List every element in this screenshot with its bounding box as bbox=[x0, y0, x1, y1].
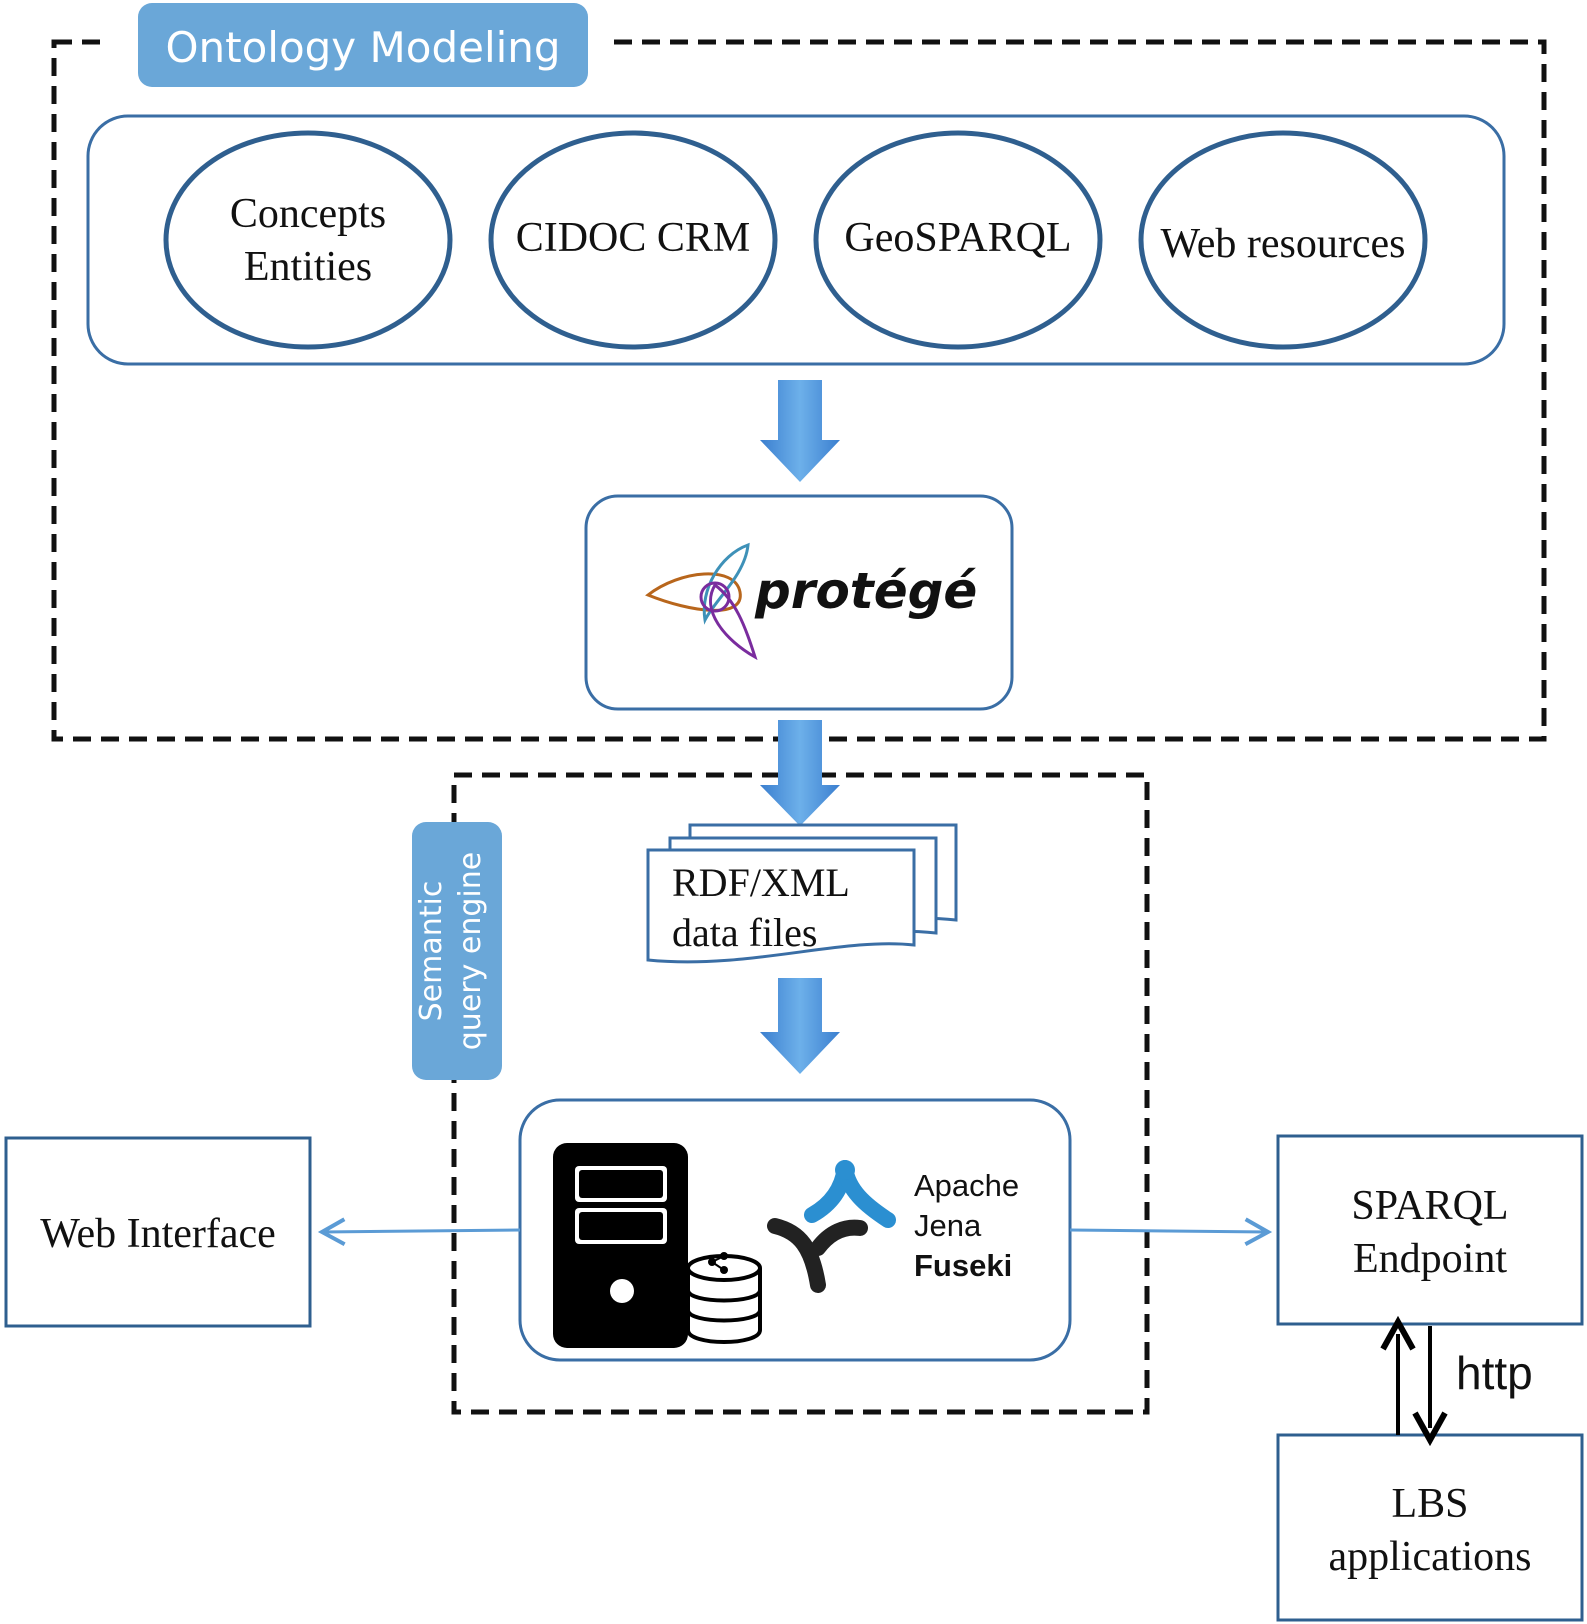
flow-arrow-down bbox=[760, 380, 840, 482]
ontology-modeling-tag: Ontology Modeling bbox=[138, 3, 588, 87]
database-icon bbox=[686, 1252, 762, 1344]
sparql-endpoint-box bbox=[1276, 1134, 1584, 1326]
web-interface-label: Web Interface bbox=[40, 1211, 276, 1257]
sparql-endpoint-label: SPARQL Endpoint bbox=[1351, 1183, 1509, 1282]
lbs-applications-box bbox=[1276, 1433, 1584, 1622]
concepts-entities-ellipse bbox=[163, 130, 453, 350]
ontology-modeling-title: Ontology Modeling bbox=[165, 23, 561, 72]
web-resources-label: Web resources bbox=[1160, 221, 1406, 267]
protege-box bbox=[584, 494, 1014, 711]
web-interface-box bbox=[4, 1136, 312, 1328]
cidoc-crm-ellipse bbox=[488, 130, 778, 350]
rdf-document-stack bbox=[646, 823, 958, 964]
rdf-xml-label: RDF/XML data files bbox=[672, 860, 850, 955]
lbs-applications-label: LBS applications bbox=[1328, 1481, 1532, 1580]
arrow-to-web-interface bbox=[317, 1217, 521, 1247]
ontology-modeling-region bbox=[51, 39, 1547, 742]
jena-logo-icon bbox=[767, 1160, 896, 1293]
cidoc-crm-label: CIDOC CRM bbox=[515, 215, 751, 261]
geosparql-ellipse bbox=[813, 130, 1103, 350]
concepts-entities-label: Concepts Entities bbox=[229, 191, 387, 290]
flow-arrow-down bbox=[760, 978, 840, 1074]
semantic-query-engine-tag: Semantic query engine bbox=[412, 822, 502, 1080]
fuseki-label: Apache Jena Fuseki bbox=[914, 1168, 1020, 1283]
geosparql-label: GeoSPARQL bbox=[844, 215, 1072, 261]
semantic-query-engine-title: Semantic query engine bbox=[414, 851, 488, 1051]
web-resources-ellipse bbox=[1138, 130, 1428, 350]
arrow-to-sparql-endpoint bbox=[1069, 1217, 1273, 1247]
flow-arrow-down bbox=[760, 720, 840, 826]
http-label: http bbox=[1456, 1347, 1533, 1399]
protege-wordmark: protégé bbox=[755, 562, 978, 620]
server-icon bbox=[553, 1143, 688, 1348]
protege-logo-icon bbox=[645, 542, 758, 661]
sources-container bbox=[86, 114, 1506, 366]
